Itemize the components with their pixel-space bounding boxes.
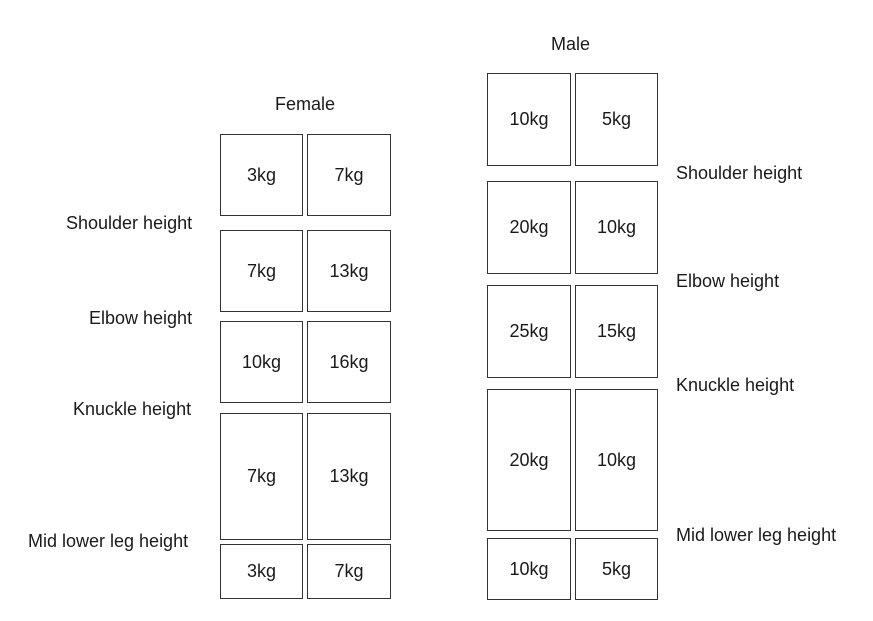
female-box-below-midleg-far: 7kg: [307, 544, 391, 599]
male-shoulder-height-label: Shoulder height: [676, 163, 803, 183]
male-box-elbow-knuckle-close: 25kg: [487, 285, 571, 378]
male-elbow-height-label: Elbow height: [676, 271, 780, 291]
female-box-knuckle-midleg-far: 13kg: [307, 413, 391, 540]
male-box-knuckle-midleg-close: 20kg: [487, 389, 571, 531]
female-box-elbow-knuckle-close: 10kg: [220, 321, 303, 403]
female-box-knuckle-midleg-close: 7kg: [220, 413, 303, 540]
male-box-above-shoulder-close: 10kg: [487, 73, 571, 166]
female-box-shoulder-elbow-close: 7kg: [220, 230, 303, 312]
female-box-shoulder-elbow-far: 13kg: [307, 230, 391, 312]
female-shoulder-height-label: Shoulder height: [66, 213, 193, 233]
male-box-below-midleg-far: 5kg: [575, 538, 658, 600]
male-title: Male: [551, 34, 591, 54]
male-box-below-midleg-close: 10kg: [487, 538, 571, 600]
male-box-shoulder-elbow-far: 10kg: [575, 181, 658, 274]
male-box-knuckle-midleg-far: 10kg: [575, 389, 658, 531]
female-box-elbow-knuckle-far: 16kg: [307, 321, 391, 403]
male-box-shoulder-elbow-close: 20kg: [487, 181, 571, 274]
female-box-above-shoulder-far: 7kg: [307, 134, 391, 216]
female-title: Female: [275, 94, 336, 114]
female-mid-lower-leg-height-label: Mid lower leg height: [28, 531, 189, 551]
male-box-elbow-knuckle-far: 15kg: [575, 285, 658, 378]
male-knuckle-height-label: Knuckle height: [676, 375, 795, 395]
male-box-above-shoulder-far: 5kg: [575, 73, 658, 166]
male-mid-lower-leg-height-label: Mid lower leg height: [676, 525, 837, 545]
female-knuckle-height-label: Knuckle height: [73, 399, 192, 419]
female-elbow-height-label: Elbow height: [89, 308, 193, 328]
female-box-above-shoulder-close: 3kg: [220, 134, 303, 216]
female-box-below-midleg-close: 3kg: [220, 544, 303, 599]
